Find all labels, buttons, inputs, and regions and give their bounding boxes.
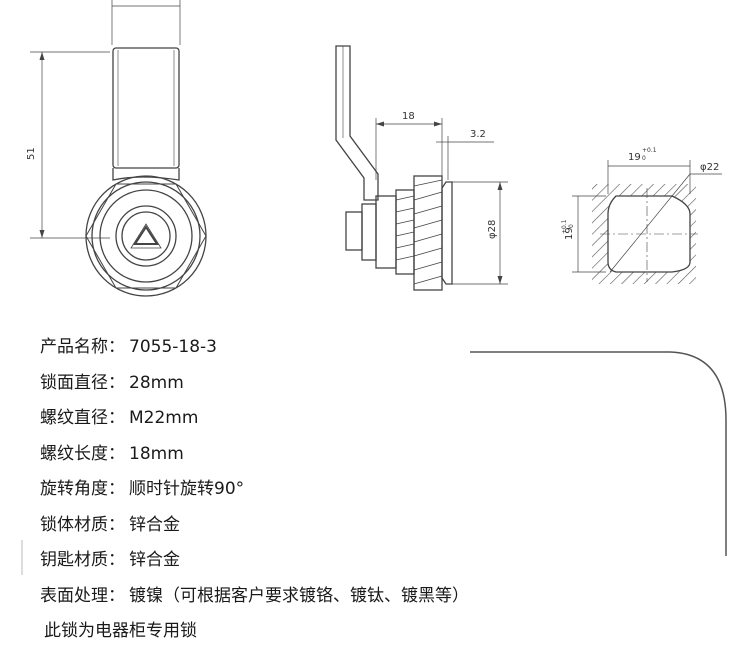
spec-sep: ： xyxy=(108,514,125,535)
spec-label: 锁面直径 xyxy=(40,372,108,393)
spec-row-rotation-angle: 旋转角度：顺时针旋转90° xyxy=(40,472,700,508)
spec-row-body-material: 锁体材质：锌合金 xyxy=(40,508,700,544)
spec-row-product-name: 产品名称：7055-18-3 xyxy=(40,330,700,366)
front-view xyxy=(30,0,207,297)
cutout-diameter-label: φ22 xyxy=(700,162,719,173)
spec-row-usage-note: 此锁为电器柜专用锁 xyxy=(40,614,700,650)
spec-sep: ： xyxy=(108,443,125,464)
spec-row-thread-diameter: 螺纹直径：M22mm xyxy=(40,401,700,437)
spec-value: 镀镍（可根据客户要求镀铬、镀钛、镀黑等） xyxy=(129,585,469,606)
spec-sep: ： xyxy=(108,372,125,393)
spec-value: 此锁为电器柜专用锁 xyxy=(44,621,197,641)
spec-value: 顺时针旋转90° xyxy=(129,479,245,499)
spec-sep: ： xyxy=(108,585,125,606)
spec-value: 锌合金 xyxy=(129,550,180,570)
spec-sep: ： xyxy=(108,337,125,357)
spec-label: 螺纹长度 xyxy=(40,443,108,464)
cutout-height-label: 19 xyxy=(564,227,575,240)
spec-value: 7055-18-3 xyxy=(129,337,217,357)
spec-sep: ： xyxy=(108,550,125,570)
spec-label: 旋转角度 xyxy=(40,479,108,499)
spec-row-face-diameter: 锁面直径：28mm xyxy=(40,366,700,402)
front-height-label: 51 xyxy=(26,147,37,160)
spec-row-key-material: 钥匙材质：锌合金 xyxy=(40,543,700,579)
spec-label: 锁体材质 xyxy=(40,514,108,535)
cutout-width-label: 19 xyxy=(628,152,641,163)
spec-label: 表面处理 xyxy=(40,585,108,606)
spec-list: 产品名称：7055-18-3 锁面直径：28mm 螺纹直径：M22mm 螺纹长度… xyxy=(40,330,700,650)
cutout-height-tol-bottom: 0 xyxy=(568,224,575,228)
spec-label: 钥匙材质 xyxy=(40,550,108,570)
spec-sep: ： xyxy=(108,479,125,499)
spec-value: 28mm xyxy=(129,372,184,393)
side-diameter-label: φ28 xyxy=(487,220,498,239)
spec-row-thread-length: 螺纹长度：18mm xyxy=(40,437,700,473)
spec-value: M22mm xyxy=(129,408,199,428)
cutout-height-tol-top: +0.1 xyxy=(561,219,568,234)
side-gap-label: 3.2 xyxy=(470,129,486,140)
spec-value: 18mm xyxy=(129,443,184,464)
spec-value: 锌合金 xyxy=(129,514,180,535)
spec-label: 螺纹直径 xyxy=(40,408,108,428)
cutout-width-tol-bottom: 0 xyxy=(642,155,646,162)
spec-sep: ： xyxy=(108,408,125,428)
side-view xyxy=(335,45,508,291)
spec-row-surface-treatment: 表面处理：镀镍（可根据客户要求镀铬、镀钛、镀黑等） xyxy=(40,579,700,615)
cutout-width-tol-top: +0.1 xyxy=(642,147,657,154)
spec-label: 产品名称 xyxy=(40,337,108,357)
cutout-view xyxy=(572,160,722,284)
side-length-label: 18 xyxy=(402,111,415,122)
technical-drawing: 51 xyxy=(26,0,722,297)
